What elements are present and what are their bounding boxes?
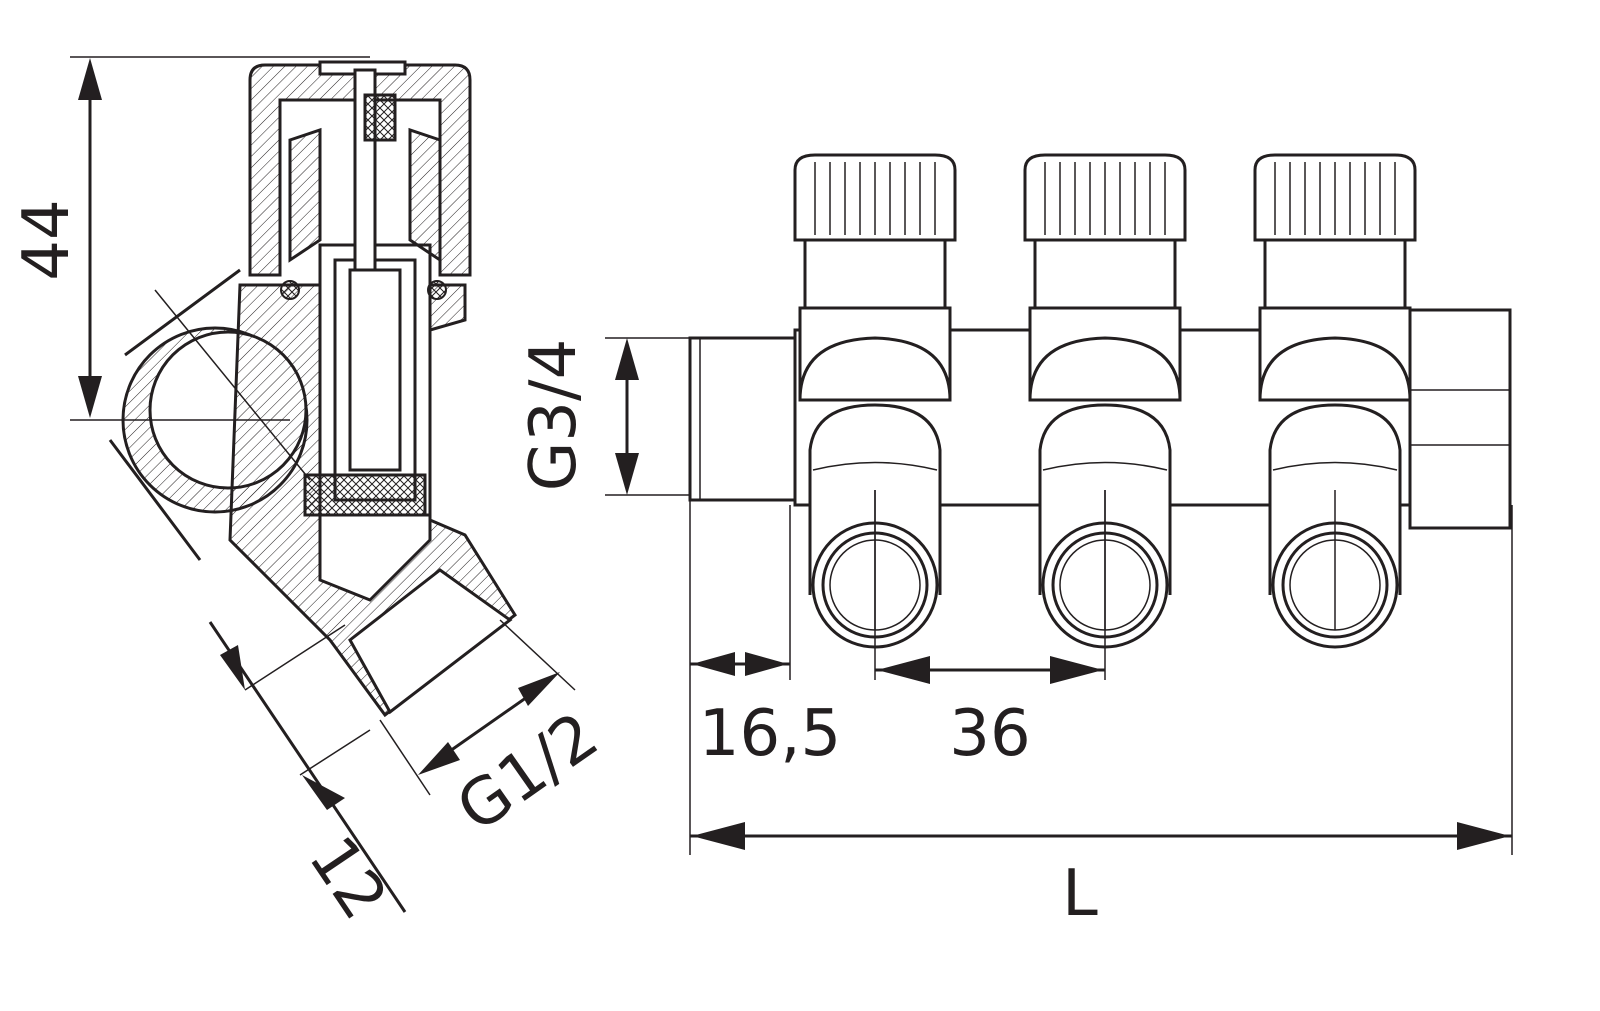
dim-label-16-5: 16,5 — [699, 697, 842, 771]
manifold-front-view: G3/4 16,5 36 L — [517, 153, 1513, 931]
knurled-knob-icon — [1253, 153, 1417, 242]
outlet-boss — [1258, 306, 1412, 402]
arrow-icon — [220, 645, 245, 690]
arrow-icon — [877, 656, 930, 684]
arrow-icon — [418, 742, 460, 775]
spindle — [348, 268, 402, 472]
end-cap — [1408, 308, 1512, 530]
dim-label-g3-4: G3/4 — [517, 339, 591, 492]
arrow-icon — [745, 652, 788, 676]
knurled-knob-icon — [793, 153, 957, 242]
valve-neck — [803, 238, 947, 310]
arrow-icon — [302, 775, 345, 810]
arrow-icon — [692, 652, 735, 676]
outlet-thread — [348, 568, 513, 715]
arrow-icon — [518, 672, 560, 706]
arrow-icon — [615, 338, 639, 380]
dim-label-44: 44 — [10, 199, 84, 280]
inlet-thread — [688, 336, 797, 502]
arrow-icon — [1457, 822, 1510, 850]
knurled-knob-icon — [1023, 153, 1187, 242]
outlet-boss — [798, 306, 952, 402]
dim-label-l: L — [1062, 857, 1098, 931]
valve-neck — [1263, 238, 1407, 310]
dim-label-36: 36 — [949, 697, 1030, 771]
arrow-icon — [692, 822, 745, 850]
valve-cap — [248, 63, 472, 277]
arrow-icon — [78, 58, 102, 100]
valve-neck — [1033, 238, 1177, 310]
arrow-icon — [615, 453, 639, 495]
dim-label-12: 12 — [294, 824, 401, 933]
outlet — [1253, 153, 1417, 649]
dimension-line-12 — [208, 621, 407, 913]
valve-section-view: 44 G1/2 — [10, 56, 612, 933]
arrow-icon — [1050, 656, 1103, 684]
dim-label-g1-2: G1/2 — [444, 699, 611, 847]
outlet-boss — [1028, 306, 1182, 402]
arrow-icon — [78, 376, 102, 418]
dimension-line-g12 — [439, 686, 541, 760]
